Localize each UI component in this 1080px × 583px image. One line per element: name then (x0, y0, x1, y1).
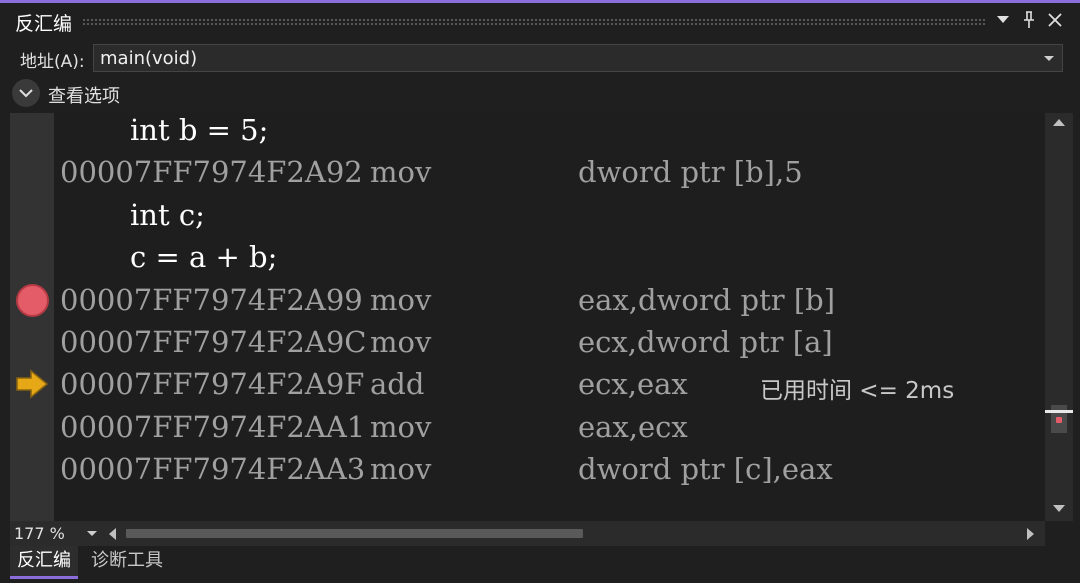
drag-grip[interactable] (82, 18, 985, 26)
chevron-down-icon[interactable] (87, 531, 97, 536)
asm-opcode: mov (370, 452, 432, 486)
instruction-pointer-arrow-icon[interactable] (14, 368, 50, 400)
asm-line: 00007FF7974F2AA3 mov dword ptr [c],eax (54, 452, 833, 494)
address-combobox[interactable]: main(void) (93, 44, 1063, 72)
scroll-down-arrow-icon[interactable] (1053, 505, 1065, 512)
asm-operands: dword ptr [b],5 (578, 155, 803, 189)
asm-address: 00007FF7974F2A9F (60, 367, 365, 401)
chevron-down-icon[interactable] (1044, 56, 1054, 61)
asm-operands: ecx,eax (578, 367, 688, 401)
address-label: 地址(A): (20, 52, 85, 72)
window-menu-dropdown-icon[interactable] (992, 7, 1014, 33)
asm-opcode: mov (370, 155, 432, 189)
asm-opcode: mov (370, 325, 432, 359)
source-line: int b = 5; (130, 113, 269, 147)
view-options-toggle[interactable] (12, 79, 40, 107)
current-position-marker (1045, 410, 1073, 413)
window-title: 反汇编 (15, 13, 73, 35)
asm-address: 00007FF7974F2AA3 (60, 452, 366, 486)
asm-line-current: 00007FF7974F2A9F add ecx,eax 已用时间 <= 2ms (54, 367, 954, 409)
source-line: c = a + b; (130, 240, 278, 274)
asm-line: 00007FF7974F2A99 mov eax,dword ptr [b] (54, 283, 835, 325)
indicator-margin[interactable] (10, 113, 54, 521)
breakpoint-icon[interactable] (16, 284, 49, 317)
disassembly-code-view[interactable]: int b = 5; 00007FF7974F2A92 mov dword pt… (54, 113, 1045, 521)
address-value[interactable]: main(void) (100, 48, 198, 69)
asm-address: 00007FF7974F2A99 (60, 283, 363, 317)
window-accent-bar (0, 0, 1080, 3)
asm-operands: eax,dword ptr [b] (578, 283, 836, 317)
vertical-scrollbar[interactable] (1045, 113, 1073, 521)
scroll-left-arrow-icon[interactable] (109, 528, 116, 540)
scroll-right-arrow-icon[interactable] (1027, 528, 1034, 540)
window-titlebar[interactable]: 反汇编 (0, 3, 1080, 39)
asm-address: 00007FF7974F2AA1 (60, 410, 366, 444)
tab-disassembly[interactable]: 反汇编 (10, 546, 78, 579)
asm-address: 00007FF7974F2A9C (60, 325, 367, 359)
asm-line: 00007FF7974F2A92 mov dword ptr [b],5 (54, 155, 803, 197)
asm-line: 00007FF7974F2AA1 mov eax,ecx (54, 410, 688, 452)
asm-line: 00007FF7974F2A9C mov ecx,dword ptr [a] (54, 325, 833, 367)
asm-operands: eax,ecx (578, 410, 688, 444)
horizontal-scroll-thumb[interactable] (126, 529, 583, 538)
zoom-dropdown[interactable]: 177 % (10, 521, 100, 546)
pin-icon[interactable] (1018, 7, 1040, 33)
chevron-down-icon (19, 88, 33, 97)
horizontal-scrollbar[interactable] (100, 521, 1045, 546)
source-line: int c; (130, 198, 205, 232)
scroll-up-arrow-icon[interactable] (1053, 119, 1065, 126)
tab-diagnostic-tools[interactable]: 诊断工具 (91, 550, 163, 571)
asm-operands: dword ptr [c],eax (578, 452, 833, 486)
zoom-value[interactable]: 177 % (14, 524, 65, 543)
close-icon[interactable] (1044, 7, 1066, 33)
asm-opcode: mov (370, 283, 432, 317)
view-options-label[interactable]: 查看选项 (48, 86, 120, 107)
breakpoint-map-marker (1056, 417, 1062, 423)
tool-window-tabs: 反汇编 诊断工具 (0, 546, 1080, 583)
asm-operands: ecx,dword ptr [a] (578, 325, 833, 359)
asm-opcode: mov (370, 410, 432, 444)
asm-address: 00007FF7974F2A92 (60, 155, 363, 189)
asm-opcode: add (370, 367, 425, 401)
perf-tip[interactable]: 已用时间 <= 2ms (760, 378, 955, 404)
